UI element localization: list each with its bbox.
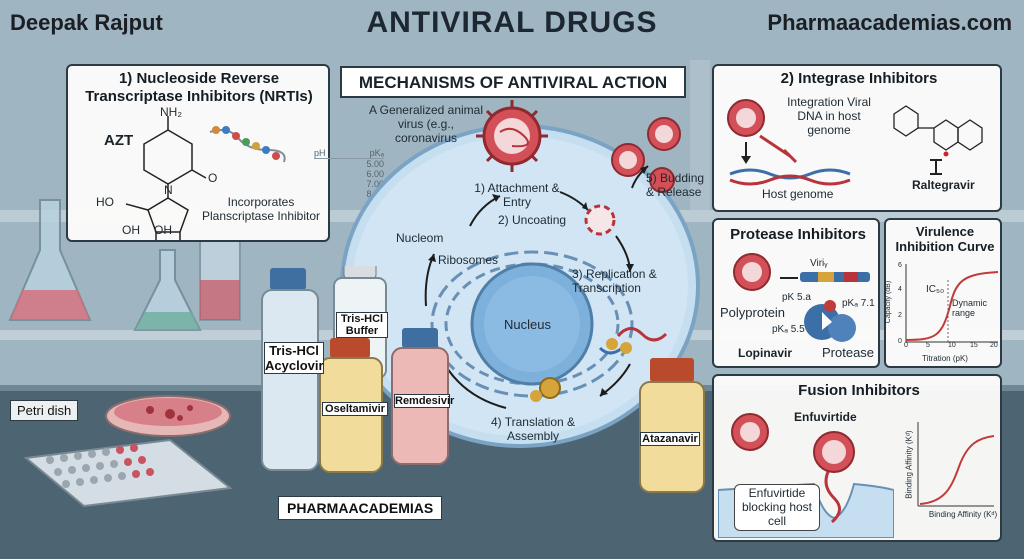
- x-tick-0: 0: [904, 342, 908, 349]
- fusion-caption: Enfuvirtide blocking host cell: [734, 484, 820, 532]
- bottle-label-acyclovir: Tris-HCl Acyclovir: [264, 342, 324, 374]
- integrase-title: 2) Integrase Inhibitors: [780, 70, 938, 87]
- step-translation: 4) Translation & Assembly: [490, 415, 576, 443]
- site-name: Pharmaacademias.com: [767, 10, 1012, 35]
- pka-value-1: 5.00: [366, 159, 384, 169]
- virulence-chart: [905, 264, 999, 343]
- y-tick-6: 6: [898, 262, 902, 269]
- virulence-title: Virulence Inhibition Curve: [895, 224, 995, 254]
- fusion-panel: Fusion Inhibitors Enfuvirtide Enfuvirtid…: [712, 374, 1002, 542]
- y-tick-2: 2: [898, 312, 902, 319]
- nh2-label: NH₂: [160, 105, 182, 119]
- author-name: Deepak Rajput: [10, 10, 163, 35]
- oh-label-2: OH: [154, 223, 172, 237]
- pk-label-b: pKₐ 7.1: [842, 298, 875, 309]
- bottle-label-buffer: Tris-HCl Buffer: [336, 312, 388, 338]
- binding-xlabel: Binding Affinity (Kᵈ): [928, 510, 998, 519]
- nrti-caption: Incorporates Planscriptase Inhibitor: [201, 195, 321, 223]
- page-title: ANTIVIRAL DRUGS: [366, 6, 658, 39]
- oh-label-1: OH: [122, 223, 140, 237]
- ic50-label: IC₅₀: [926, 284, 945, 295]
- petri-dish-label: Petri dish: [10, 400, 79, 421]
- protease-panel: Protease Inhibitors Viriᵧ pK 5.a pKₐ 7.1…: [712, 218, 880, 368]
- nucleus-label: Nucleus: [504, 317, 551, 332]
- enfuvirtide-label: Enfuvirtide: [794, 410, 857, 424]
- bottles: [261, 266, 449, 473]
- pka-value-3: 7.00: [366, 179, 384, 189]
- nrti-drug-name: AZT: [104, 132, 134, 149]
- integrase-diagram: [727, 99, 851, 186]
- n-label: N: [164, 183, 173, 197]
- lopinavir-label: Lopinavir: [738, 346, 793, 360]
- virus-particle: [476, 100, 548, 172]
- step-uncoating: 2) Uncoating: [498, 213, 567, 227]
- binding-affinity-chart: [917, 422, 995, 507]
- fusion-title: Fusion Inhibitors: [798, 382, 920, 399]
- footer-brand: PHARMAACADEMIAS: [278, 496, 443, 520]
- pk-label-c: pKₐ 5.5: [772, 324, 805, 335]
- mechanisms-title: MECHANISMS OF ANTIVIRAL ACTION: [340, 66, 686, 98]
- integrase-panel: 2) Integrase Inhibitors Integration Vira…: [712, 64, 1002, 212]
- atazanavir-bottle: [639, 358, 705, 493]
- bottle-label-atazanavir: Atazanavir: [640, 432, 700, 446]
- x-tick-15: 15: [970, 342, 978, 349]
- virulence-panel: Virulence Inhibition Curve Capacity (dB)…: [884, 218, 1002, 368]
- step-attachment: 1) Attachment & Entry: [474, 181, 560, 209]
- well-plate: [46, 444, 154, 488]
- polyprotein-label: Polyprotein: [720, 305, 786, 320]
- ribosomes-label: Ribosomes: [438, 253, 499, 267]
- protease-title: Protease Inhibitors: [730, 226, 866, 243]
- nrti-panel: 1) Nucleoside Reverse Transcriptase Inhi…: [66, 64, 330, 242]
- virulence-ylabel: Capacity (dB): [885, 280, 893, 324]
- integration-label: Integration Viral DNA in host genome: [787, 95, 871, 137]
- raltegravir-label: Raltegravir: [912, 178, 975, 192]
- nucleotide-chain-icon: [209, 126, 286, 163]
- nucleom-label: Nucleom: [396, 231, 444, 245]
- pka-table-header-1: pH: [314, 148, 326, 158]
- host-genome-label: Host genome: [762, 187, 834, 201]
- y-tick-0: 0: [898, 338, 902, 345]
- raltegravir-structure: [893, 105, 983, 175]
- pka-table-header-2: pKₐ: [369, 148, 384, 158]
- virulence-xlabel: Titration (pK): [922, 354, 968, 363]
- x-tick-5: 5: [926, 342, 930, 349]
- viral-protein-label: Viriᵧ: [810, 258, 828, 269]
- binding-ylabel: Binding Affinity (Kᵈ): [904, 430, 914, 499]
- x-tick-10: 10: [948, 342, 956, 349]
- nrti-title: 1) Nucleoside Reverse Transcriptase Inhi…: [85, 70, 313, 105]
- dynamic-range-label: Dynamic range: [952, 298, 988, 319]
- pk-label-a: pK 5.a: [782, 292, 811, 303]
- azt-structure: [125, 116, 207, 240]
- ho-label: HO: [96, 195, 114, 209]
- x-tick-20: 20: [990, 342, 998, 349]
- pka-value-2: 6.00: [366, 169, 384, 179]
- protease-label: Protease: [822, 345, 875, 360]
- protease-diagram: [733, 253, 870, 342]
- step-budding: 5) Budding & Release: [646, 171, 705, 199]
- step-replication: 3) Replication & Transcription: [572, 267, 657, 295]
- bottle-label-oseltamivir: Oseltamivir: [322, 402, 388, 416]
- virus-label: A Generalized animal virus (e.g., corona…: [368, 103, 484, 145]
- o-label: O: [208, 171, 218, 185]
- y-tick-4: 4: [898, 286, 902, 293]
- bottle-label-remdesivir: Remdesivir: [394, 394, 455, 408]
